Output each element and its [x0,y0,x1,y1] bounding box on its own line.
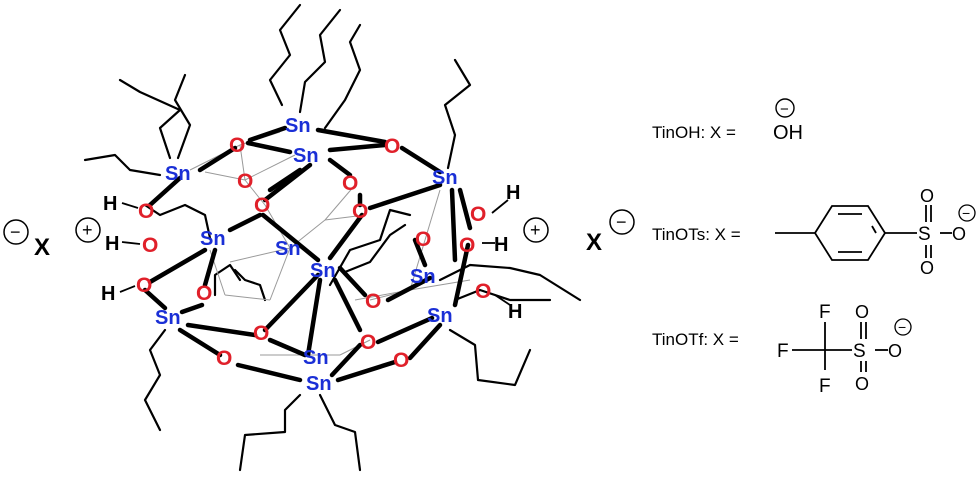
h-atom: H [101,283,115,305]
oxygen-atom: O [920,186,934,206]
legend-label: TinOTs: X = [652,225,741,244]
oxygen-atom: O [920,258,934,278]
o-atom: O [342,172,358,195]
oxygen-atoms: O O O O O O O O O O O O O O O O O O O [136,134,491,372]
plus-charge-icon: + [82,220,93,240]
x-counter-ion: X [586,229,602,256]
fluorine-atom: F [819,302,831,323]
o-atom: O [253,322,269,345]
sn-atom: Sn [293,145,319,167]
oh-bonds [119,199,511,306]
minus-charge-icon: − [780,101,789,118]
h-atom: H [105,233,119,255]
left-counter-ion: − X + [3,217,101,261]
o-atom: O [138,200,154,223]
sulfur-atom: S [918,224,931,245]
oxygen-atom: O [888,341,902,361]
sn-atom: Sn [306,373,332,395]
oxygen-atom: O [855,374,869,394]
sn-atom: Sn [310,260,336,282]
oxygen-atom: O [952,224,966,244]
sn-atom: Sn [410,266,436,288]
o-atom: O [360,331,376,354]
o-atom: O [136,274,152,297]
h-atom: H [103,193,117,215]
o-atom: O [352,200,368,223]
o-atom: O [459,234,475,257]
h-atom: H [494,234,508,256]
hydroxide-group: OH [773,122,803,144]
legend-label: TinOH: X = [652,123,736,142]
o-atom: O [475,280,491,303]
o-atom: O [196,282,212,305]
o-atom: O [384,135,400,158]
sulfur-atom: S [853,341,866,362]
minus-charge-icon: − [616,212,627,232]
sn-atom: Sn [200,228,226,250]
sn-atom: Sn [303,347,329,369]
fluorine-atom: F [777,341,789,362]
butyl-chains [83,3,582,472]
legend-tinots: TinOTs: X = S O O O − [652,186,976,278]
legend-label: TinOTf: X = [652,330,739,349]
legend-tinoh: TinOH: X = − OH [652,98,803,144]
o-atom: O [229,134,245,157]
o-atom: O [393,349,409,372]
sn-atom: Sn [427,305,453,327]
sn-atom: Sn [155,307,181,329]
hydrogen-atoms: H H H H H H [101,182,522,323]
o-atom: O [254,194,270,217]
tin-atoms: Sn Sn Sn Sn Sn Sn Sn Sn Sn Sn Sn Sn [155,115,458,395]
right-counter-ion: + X − [523,209,635,256]
o-atom: O [365,290,381,313]
sn-atom: Sn [165,163,191,185]
o-atom: O [216,347,232,370]
sn-atom: Sn [432,167,458,189]
h-atom: H [506,182,520,204]
x-counter-ion: X [34,234,50,261]
sn-atom: Sn [275,238,301,260]
o-atom: O [237,170,253,193]
minus-charge-icon: − [10,222,21,242]
front-bonds [142,125,473,383]
minus-charge-icon: − [962,205,970,221]
h-atom: H [508,301,522,323]
o-atom: O [415,228,431,251]
o-atom: O [470,203,486,226]
oxygen-atom: O [855,302,869,322]
fluorine-atom: F [819,376,831,397]
o-atom: O [142,234,158,257]
legend-tinotf: TinOTf: X = F F F S O O O − [652,302,912,397]
plus-charge-icon: + [530,220,541,240]
sn-atom: Sn [285,115,311,137]
minus-charge-icon: − [898,319,906,335]
